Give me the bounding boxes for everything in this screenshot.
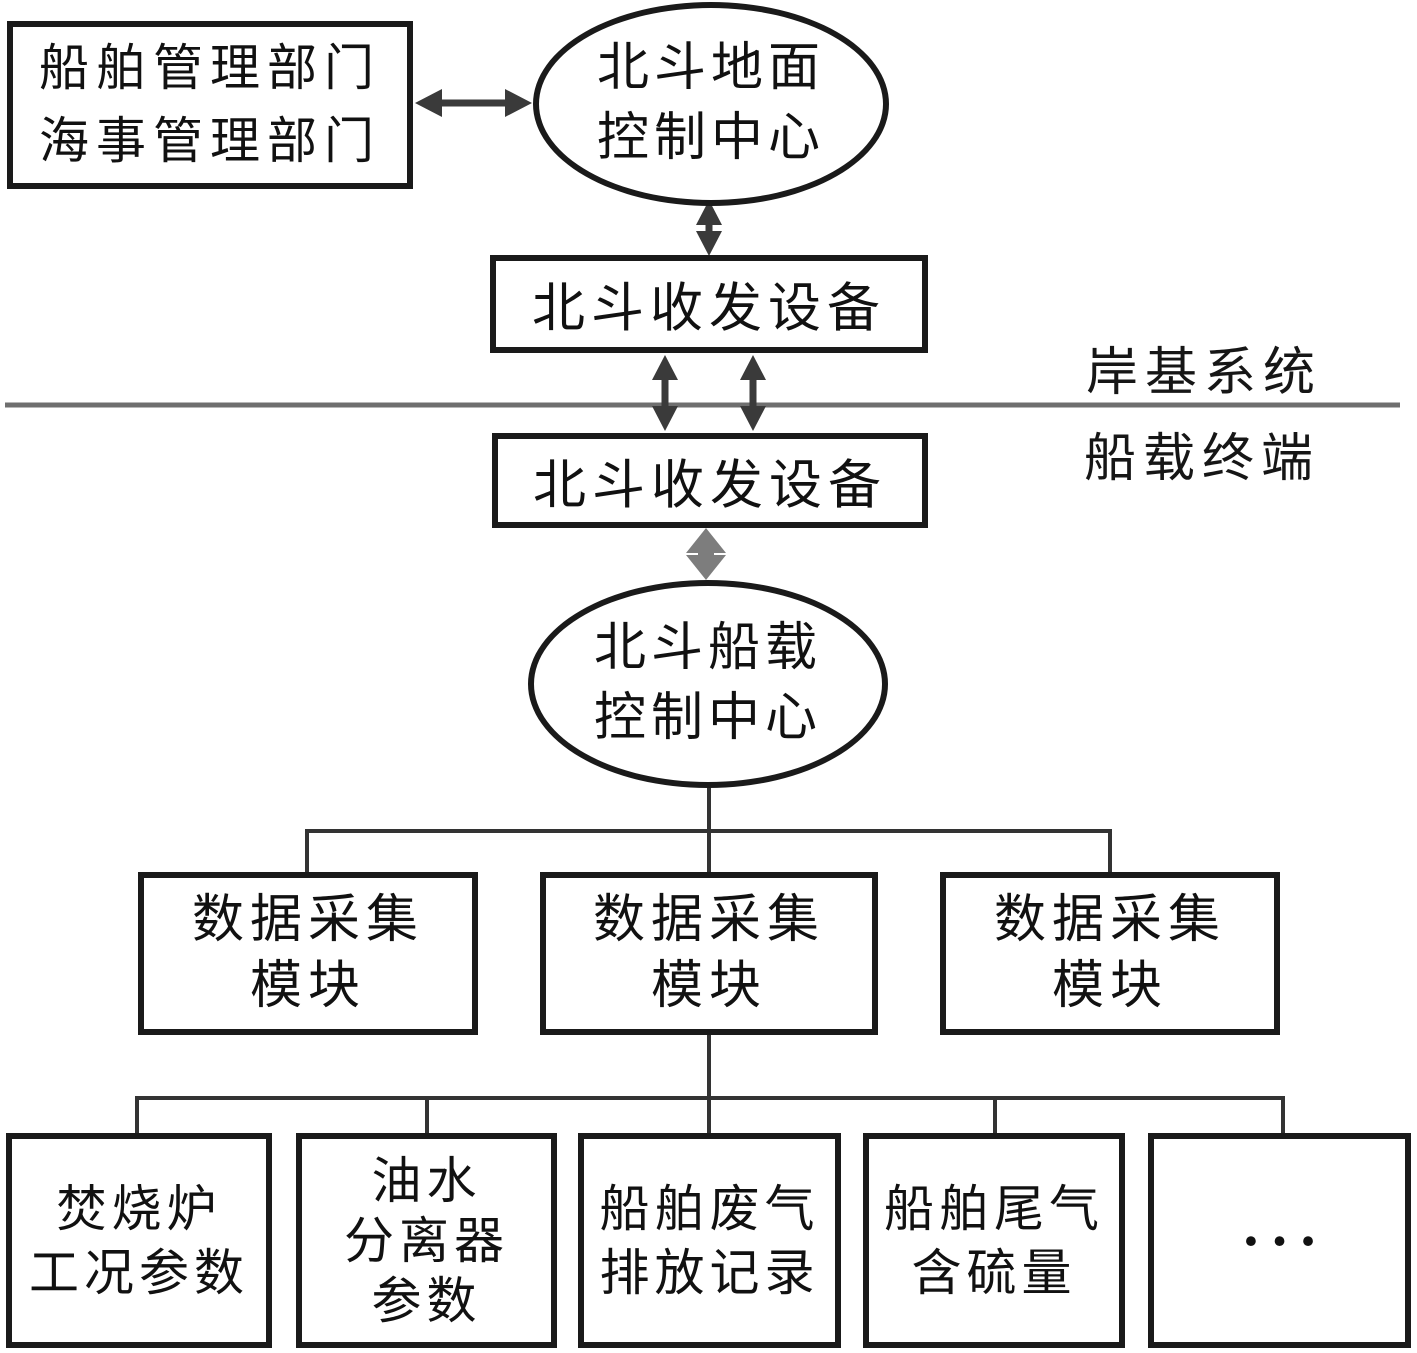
- module-tree-connector: [305, 786, 1112, 874]
- ground-control-line1: 北斗地面: [596, 40, 825, 97]
- exhaust-emission-record-box: 船舶废气 排放记录: [578, 1133, 841, 1348]
- management-ground-arrow: [415, 89, 532, 117]
- source-tree-connector: [135, 1033, 1285, 1135]
- data-acquisition-module-left: 数据采集 模块: [138, 872, 478, 1035]
- shore-transceiver-box: 北斗收发设备: [490, 255, 928, 353]
- more-sources-box: •••: [1148, 1133, 1411, 1348]
- incinerator-line1: 焚烧炉: [56, 1180, 222, 1237]
- management-dept-line2: 海事管理部门: [39, 113, 381, 169]
- onboard-control-line2: 控制中心: [593, 690, 822, 747]
- ground-control-line2: 控制中心: [596, 110, 825, 167]
- module-center-line1: 数据采集: [592, 891, 825, 949]
- transceiver-onboard-arrow: [686, 528, 726, 580]
- separator-line2: 分离器: [344, 1212, 509, 1269]
- sulfur-line1: 船舶尾气: [884, 1180, 1104, 1237]
- separator-line3: 参数: [371, 1272, 482, 1329]
- separator-line1: 油水: [371, 1152, 482, 1209]
- ground-transceiver-arrow: [696, 200, 722, 256]
- module-right-line2: 模块: [1051, 957, 1168, 1015]
- incinerator-line2: 工况参数: [29, 1244, 249, 1301]
- onboard-control-center-ellipse: 北斗船载 控制中心: [528, 580, 888, 788]
- module-left-line2: 模块: [249, 957, 366, 1015]
- ship-terminal-label: 船载终端: [1084, 431, 1321, 488]
- ship-transceiver-box: 北斗收发设备: [492, 433, 928, 528]
- shore-transceiver-label: 北斗收发设备: [532, 280, 886, 338]
- exhaust-record-line2: 排放记录: [599, 1244, 820, 1301]
- transceiver-link-arrow-right: [740, 355, 766, 431]
- shore-system-label: 岸基系统: [1086, 345, 1323, 402]
- incinerator-params-box: 焚烧炉 工况参数: [6, 1133, 272, 1348]
- ellipsis-dots: •••: [1244, 1220, 1331, 1261]
- management-dept-box: 船舶管理部门 海事管理部门: [7, 21, 413, 189]
- module-center-line2: 模块: [650, 957, 767, 1015]
- sulfur-line2: 含硫量: [911, 1244, 1077, 1301]
- exhaust-sulfur-content-box: 船舶尾气 含硫量: [863, 1133, 1125, 1348]
- ship-transceiver-label: 北斗收发设备: [533, 456, 887, 515]
- onboard-control-line1: 北斗船载: [593, 620, 822, 677]
- data-acquisition-module-right: 数据采集 模块: [940, 872, 1280, 1035]
- module-right-line1: 数据采集: [993, 891, 1226, 949]
- ground-control-center-ellipse: 北斗地面 控制中心: [533, 2, 889, 206]
- exhaust-record-line1: 船舶废气: [599, 1180, 820, 1237]
- transceiver-link-arrow-left: [652, 355, 678, 431]
- data-acquisition-module-center: 数据采集 模块: [540, 872, 878, 1035]
- oil-water-separator-params-box: 油水 分离器 参数: [296, 1133, 557, 1348]
- module-left-line1: 数据采集: [191, 891, 424, 949]
- management-dept-line1: 船舶管理部门: [39, 40, 381, 96]
